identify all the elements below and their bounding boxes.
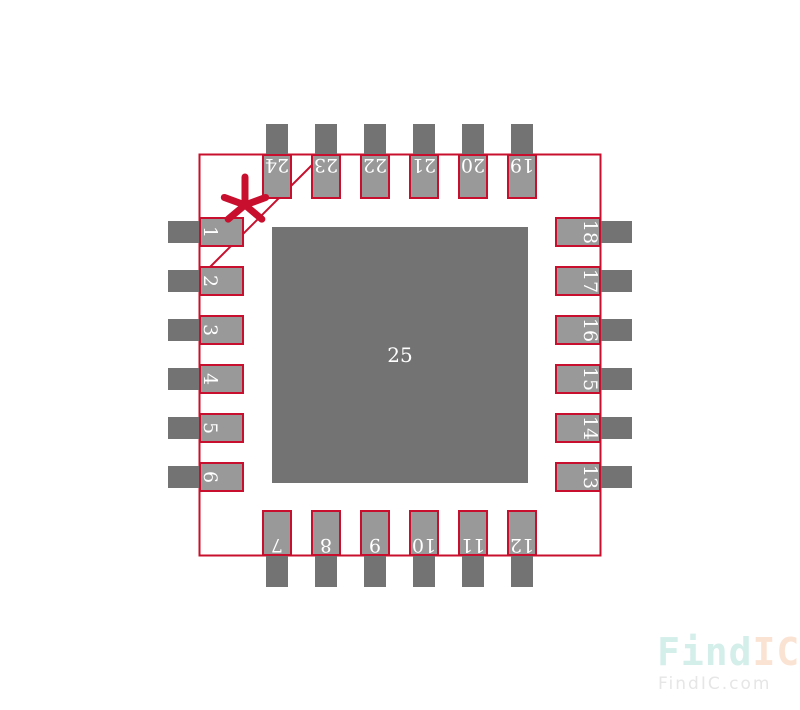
asterisk-icon: [220, 173, 270, 223]
pin-label: 4: [199, 373, 221, 385]
pad: [507, 510, 537, 556]
pad: [458, 510, 488, 556]
pin-label: 15: [579, 367, 601, 391]
pin-lead: [600, 368, 632, 390]
pin-lead: [600, 417, 632, 439]
pin-label: 7: [271, 534, 283, 556]
pin-label: 13: [579, 465, 601, 489]
pin-lead: [364, 555, 386, 587]
pin-lead: [600, 270, 632, 292]
pin-lead: [462, 555, 484, 587]
pin-label: 16: [579, 318, 601, 342]
pad: [199, 462, 244, 492]
pad: [507, 154, 537, 199]
pad: [555, 462, 601, 492]
thermal-pad: [272, 227, 528, 483]
pad: [199, 315, 244, 345]
pin-lead: [413, 555, 435, 587]
pad: [409, 154, 439, 199]
pin-label: 11: [461, 534, 485, 556]
pin-label: 12: [510, 534, 534, 556]
pad: [409, 510, 439, 556]
pad: [199, 413, 244, 443]
pin-lead: [364, 124, 386, 155]
pad: [360, 510, 390, 556]
pin-label: 20: [461, 154, 485, 176]
pin-label: 22: [363, 154, 387, 176]
pad: [311, 510, 341, 556]
pad: [262, 154, 292, 199]
pin-label: 23: [314, 154, 338, 176]
pin-lead: [413, 124, 435, 155]
pin-lead: [266, 555, 288, 587]
thermal-pad-label: 25: [387, 343, 412, 367]
pin-lead: [168, 270, 200, 292]
pin-label: 14: [579, 416, 601, 440]
pin-lead: [315, 124, 337, 155]
pad: [262, 510, 292, 556]
pad: [311, 154, 341, 199]
pin-label: 3: [199, 324, 221, 336]
pad: [555, 266, 601, 296]
pin-label: 6: [199, 471, 221, 483]
pad: [555, 315, 601, 345]
pin-lead: [511, 555, 533, 587]
pin-lead: [168, 319, 200, 341]
pin-label: 9: [369, 534, 381, 556]
pin-lead: [315, 555, 337, 587]
pin-label: 24: [265, 154, 289, 176]
asterisk-stroke: [220, 193, 249, 209]
pad: [458, 154, 488, 199]
pad: [555, 364, 601, 394]
pad: [199, 217, 244, 247]
pad: [199, 364, 244, 394]
pin-lead: [600, 221, 632, 243]
asterisk-stroke: [241, 201, 266, 223]
pin-label: 1: [199, 226, 221, 238]
pad: [555, 217, 601, 247]
pin-label: 10: [412, 534, 436, 556]
pin-lead: [511, 124, 533, 155]
pad: [360, 154, 390, 199]
pin-lead: [462, 124, 484, 155]
pin-label: 8: [320, 534, 332, 556]
pad: [199, 266, 244, 296]
pin-lead: [168, 368, 200, 390]
pin-lead: [266, 124, 288, 155]
pin-label: 2: [199, 275, 221, 287]
pin-lead: [168, 221, 200, 243]
watermark-url: FindIC.com: [658, 674, 772, 694]
pin-lead: [168, 417, 200, 439]
pin-lead: [168, 466, 200, 488]
pin-label: 5: [199, 422, 221, 434]
pin-lead: [600, 466, 632, 488]
pin-label: 17: [579, 269, 601, 293]
pin-label: 21: [412, 154, 436, 176]
pin-label: 19: [510, 154, 534, 176]
body-outline: [198, 153, 602, 557]
pin-label: 18: [579, 220, 601, 244]
watermark-logo: FindIC: [657, 630, 800, 674]
pin-lead: [600, 319, 632, 341]
pad: [555, 413, 601, 443]
